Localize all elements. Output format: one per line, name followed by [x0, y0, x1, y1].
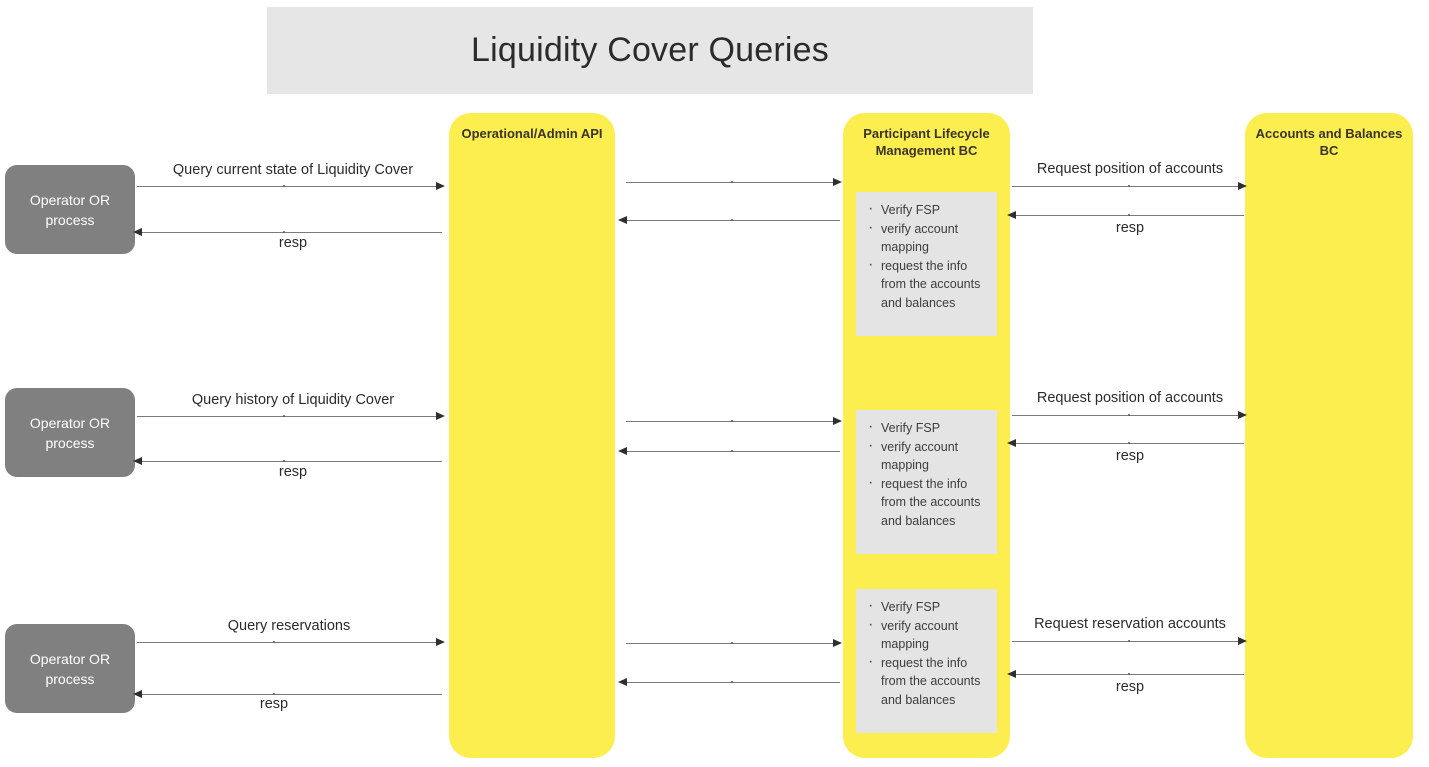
arrow-head-left-icon: [618, 447, 627, 455]
note-box-3: Verify FSP verify account mapping reques…: [856, 589, 997, 733]
note-box-1: Verify FSP verify account mapping reques…: [856, 192, 997, 336]
note-bullet: verify account mapping: [864, 616, 989, 654]
arrow-head-right-icon: [833, 639, 842, 647]
actor-box-2: Operator OR process: [5, 388, 135, 477]
message-arrow-dot: [731, 420, 733, 422]
message-label-g1-right-response: resp: [1115, 220, 1145, 236]
message-arrow-g3-mid-response: [626, 682, 840, 683]
message-arrow-dot: [1128, 414, 1130, 416]
message-arrow-dot: [731, 450, 733, 452]
arrow-head-right-icon: [833, 178, 842, 186]
arrow-head-left-icon: [133, 690, 142, 698]
arrow-head-left-icon: [1007, 439, 1016, 447]
lifeline-label-participant-lifecycle-management-bc: Participant Lifecycle Management BC: [863, 126, 990, 158]
arrow-head-right-icon: [1238, 411, 1247, 419]
arrow-head-right-icon: [833, 417, 842, 425]
actor-label-1: Operator OR process: [29, 191, 111, 228]
arrow-head-left-icon: [133, 228, 142, 236]
message-label-g2-right-response: resp: [1115, 448, 1145, 464]
message-arrow-dot: [731, 181, 733, 183]
note-bullet: Verify FSP: [864, 200, 989, 220]
message-label-g3-right-response: resp: [1115, 679, 1145, 695]
arrow-head-right-icon: [1238, 182, 1247, 190]
arrow-head-left-icon: [618, 216, 627, 224]
arrow-head-left-icon: [618, 678, 627, 686]
actor-box-3: Operator OR process: [5, 624, 135, 713]
message-arrow-dot: [283, 231, 285, 233]
arrow-head-right-icon: [436, 182, 445, 190]
message-arrow-dot: [1128, 640, 1130, 642]
lifeline-label-operational-admin-api: Operational/Admin API: [461, 126, 603, 141]
message-arrow-dot: [283, 460, 285, 462]
actor-box-1: Operator OR process: [5, 165, 135, 254]
arrow-head-left-icon: [1007, 211, 1016, 219]
message-arrow-dot: [731, 681, 733, 683]
arrow-head-right-icon: [1238, 637, 1247, 645]
actor-label-3: Operator OR process: [29, 650, 111, 687]
lifeline-label-accounts-and-balances-bc: Accounts and Balances BC: [1255, 126, 1403, 158]
note-bullet-list-1: Verify FSP verify account mapping reques…: [864, 200, 989, 313]
message-arrow-g3-left-response: [137, 694, 442, 695]
message-arrow-dot: [283, 185, 285, 187]
note-bullet: verify account mapping: [864, 437, 989, 475]
message-label-g2-right-request: Request position of accounts: [1036, 390, 1224, 406]
note-bullet: request the info from the accounts and b…: [864, 474, 989, 531]
message-label-g3-left-request: Query reservations: [227, 618, 351, 634]
message-label-g1-right-request: Request position of accounts: [1036, 161, 1224, 177]
message-arrow-dot: [1128, 673, 1130, 675]
message-label-g3-right-request: Request reservation accounts: [1034, 616, 1226, 632]
message-arrow-g2-left-response: [137, 461, 442, 462]
message-arrow-dot: [283, 415, 285, 417]
message-arrow-g3-left-request: [137, 642, 442, 643]
message-arrow-dot: [1128, 442, 1130, 444]
note-bullet: Verify FSP: [864, 597, 989, 617]
arrow-head-right-icon: [436, 412, 445, 420]
actor-label-2: Operator OR process: [29, 414, 111, 451]
message-arrow-g1-left-response: [137, 232, 442, 233]
message-label-g2-left-response: resp: [278, 464, 308, 480]
message-arrow-g3-mid-request: [626, 643, 840, 644]
message-arrow-dot: [273, 693, 275, 695]
arrow-head-left-icon: [133, 457, 142, 465]
note-box-2: Verify FSP verify account mapping reques…: [856, 410, 997, 554]
message-label-g1-left-request: Query current state of Liquidity Cover: [172, 162, 414, 178]
message-arrow-dot: [731, 219, 733, 221]
note-bullet: request the info from the accounts and b…: [864, 653, 989, 710]
message-arrow-g2-mid-request: [626, 421, 840, 422]
note-bullet-list-3: Verify FSP verify account mapping reques…: [864, 597, 989, 710]
message-label-g2-left-request: Query history of Liquidity Cover: [191, 392, 395, 408]
message-arrow-g2-mid-response: [626, 451, 840, 452]
message-arrow-dot: [731, 642, 733, 644]
message-arrow-dot: [1128, 214, 1130, 216]
page-title: Liquidity Cover Queries: [471, 31, 829, 69]
message-arrow-dot: [273, 641, 275, 643]
note-bullet-list-2: Verify FSP verify account mapping reques…: [864, 418, 989, 531]
lifeline-operational-admin-api: Operational/Admin API: [449, 113, 615, 758]
message-label-g3-left-response: resp: [259, 696, 289, 712]
diagram-title-banner: Liquidity Cover Queries: [267, 7, 1033, 94]
lifeline-accounts-and-balances-bc: Accounts and Balances BC: [1245, 113, 1413, 758]
note-bullet: verify account mapping: [864, 219, 989, 257]
message-arrow-g1-mid-response: [626, 220, 840, 221]
note-bullet: Verify FSP: [864, 418, 989, 438]
arrow-head-right-icon: [436, 638, 445, 646]
arrow-head-left-icon: [1007, 670, 1016, 678]
note-bullet: request the info from the accounts and b…: [864, 256, 989, 313]
message-label-g1-left-response: resp: [278, 235, 308, 251]
message-arrow-g2-left-request: [137, 416, 442, 417]
message-arrow-dot: [1128, 185, 1130, 187]
message-arrow-g1-left-request: [137, 186, 442, 187]
message-arrow-g1-mid-request: [626, 182, 840, 183]
